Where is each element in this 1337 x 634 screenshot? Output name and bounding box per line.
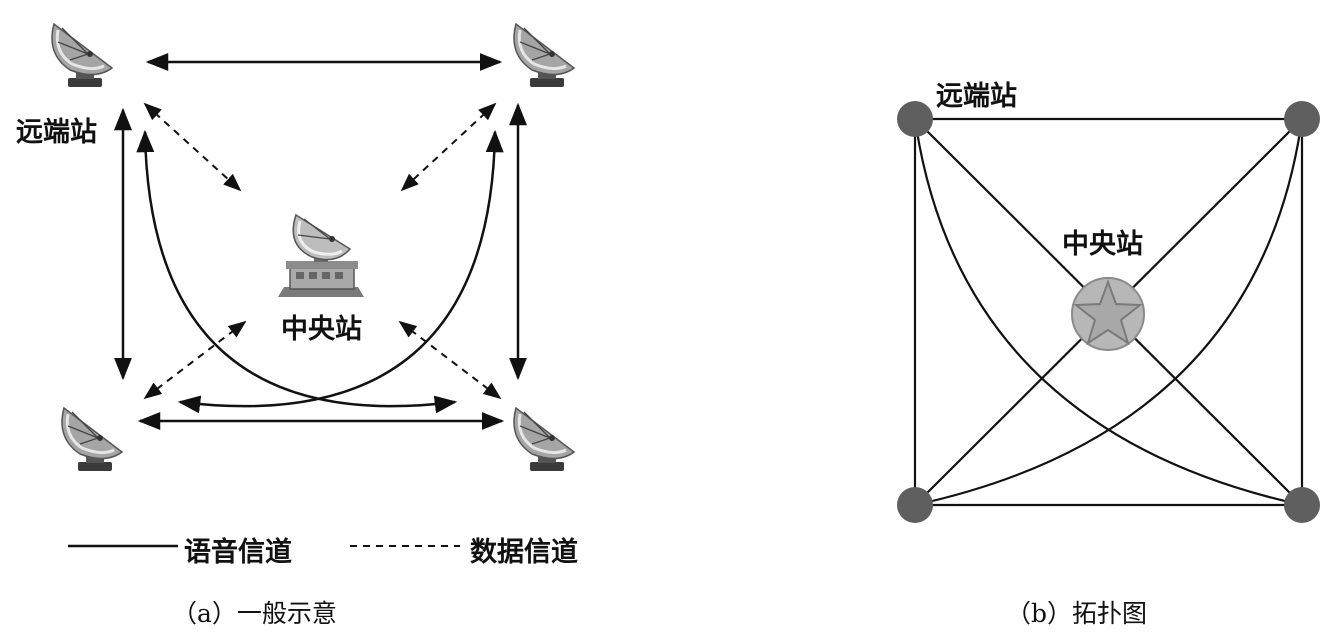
topo-remote-label: 远端站 (936, 81, 1017, 112)
caption-b: （b）拓扑图 (1006, 599, 1148, 628)
remote-station-top-right-icon (512, 22, 576, 89)
data-link-bottom-left (143, 320, 247, 400)
remote-node-bottom-left (897, 487, 933, 523)
data-link-bottom-right (398, 320, 502, 400)
legend-voice-label: 语音信道 (184, 537, 292, 568)
remote-station-top-left-icon (50, 22, 114, 89)
remote-node-top-left (897, 101, 933, 137)
data-link-top-left (143, 102, 242, 192)
central-station-icon (276, 213, 366, 299)
remote-node-bottom-right (1284, 487, 1320, 523)
star-icon (1073, 279, 1143, 346)
remote-station-bottom-left-icon (60, 406, 124, 473)
remote-node-top-right (1284, 101, 1320, 137)
topo-central-label: 中央站 (1062, 229, 1143, 260)
caption-a: （a）一般示意 (172, 599, 337, 628)
topo-curve-1 (913, 118, 1303, 507)
remote-station-bottom-right-icon (512, 406, 576, 473)
topo-curve-2 (914, 118, 1304, 507)
remote-station-label: 远端站 (16, 117, 97, 148)
legend-data-label: 数据信道 (470, 537, 578, 568)
data-link-top-right (400, 102, 497, 192)
central-station-label: 中央站 (281, 314, 362, 345)
